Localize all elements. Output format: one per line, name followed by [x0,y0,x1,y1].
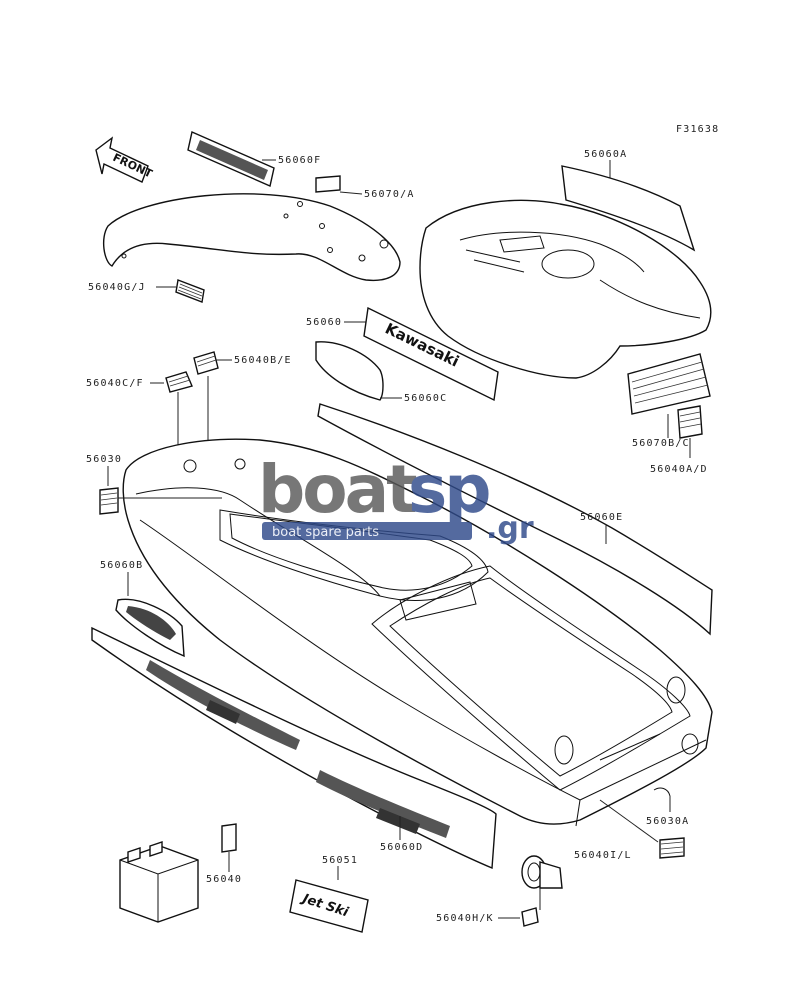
callout-56060F: 56060F [278,155,321,166]
sticker-56040HK [521,907,539,927]
label-56040AD [677,405,703,439]
callout-56040BE: 56040B/E [234,355,292,366]
decal-56051-jetski: Jet Ski [289,879,369,933]
decal-56060D [91,626,497,870]
label-56030 [99,487,119,515]
callout-56030A: 56030A [646,816,689,827]
drawing-id: F31638 [676,124,719,135]
label-56040GJ [175,279,205,303]
callout-56040IL: 56040I/L [574,850,632,861]
callout-56040: 56040 [206,874,242,885]
watermark-tagline-bar [262,522,472,540]
label-56040BE [193,351,219,375]
callout-56070BC: 56070B/C [632,438,690,449]
callout-56060D: 56060D [380,842,423,853]
watermark-tagline: boat spare parts [272,525,379,540]
callout-56040AD: 56040A/D [650,464,708,475]
sticker-56070A [315,175,341,193]
front-arrow-icon: FRONT [95,136,155,183]
callout-56060: 56060 [306,317,342,328]
callout-56060B: 56060B [100,560,143,571]
buzzer-part [521,855,563,889]
clip-56030A [653,787,671,797]
callout-56040HK: 56040H/K [436,913,494,924]
decal-56060F [187,131,275,187]
decal-56060B [115,598,185,658]
watermark: boat sp .gr boat spare parts [258,451,534,546]
callout-56051: 56051 [322,855,358,866]
callout-56060A: 56060A [584,149,627,160]
deck-cover [419,199,712,379]
decal-56070BC [627,353,711,415]
label-56040IL [659,837,685,859]
decal-56060C [315,341,384,401]
watermark-brand-b: sp [408,451,489,528]
label-56040CF [165,371,193,393]
watermark-brand-a: boat [258,451,417,528]
watermark-suffix: .gr [486,511,534,546]
battery [119,841,199,923]
callout-56040GJ: 56040G/J [88,282,146,293]
callout-56070A: 56070/A [364,189,415,200]
callout-56060E: 56060E [580,512,623,523]
callout-56040CF: 56040C/F [86,378,144,389]
decal-56060E [317,403,713,636]
sticker-56040 [221,823,237,853]
callout-56060C: 56060C [404,393,447,404]
callout-56030: 56030 [86,454,122,465]
front-hood [102,193,401,282]
decal-56060A [561,165,696,252]
